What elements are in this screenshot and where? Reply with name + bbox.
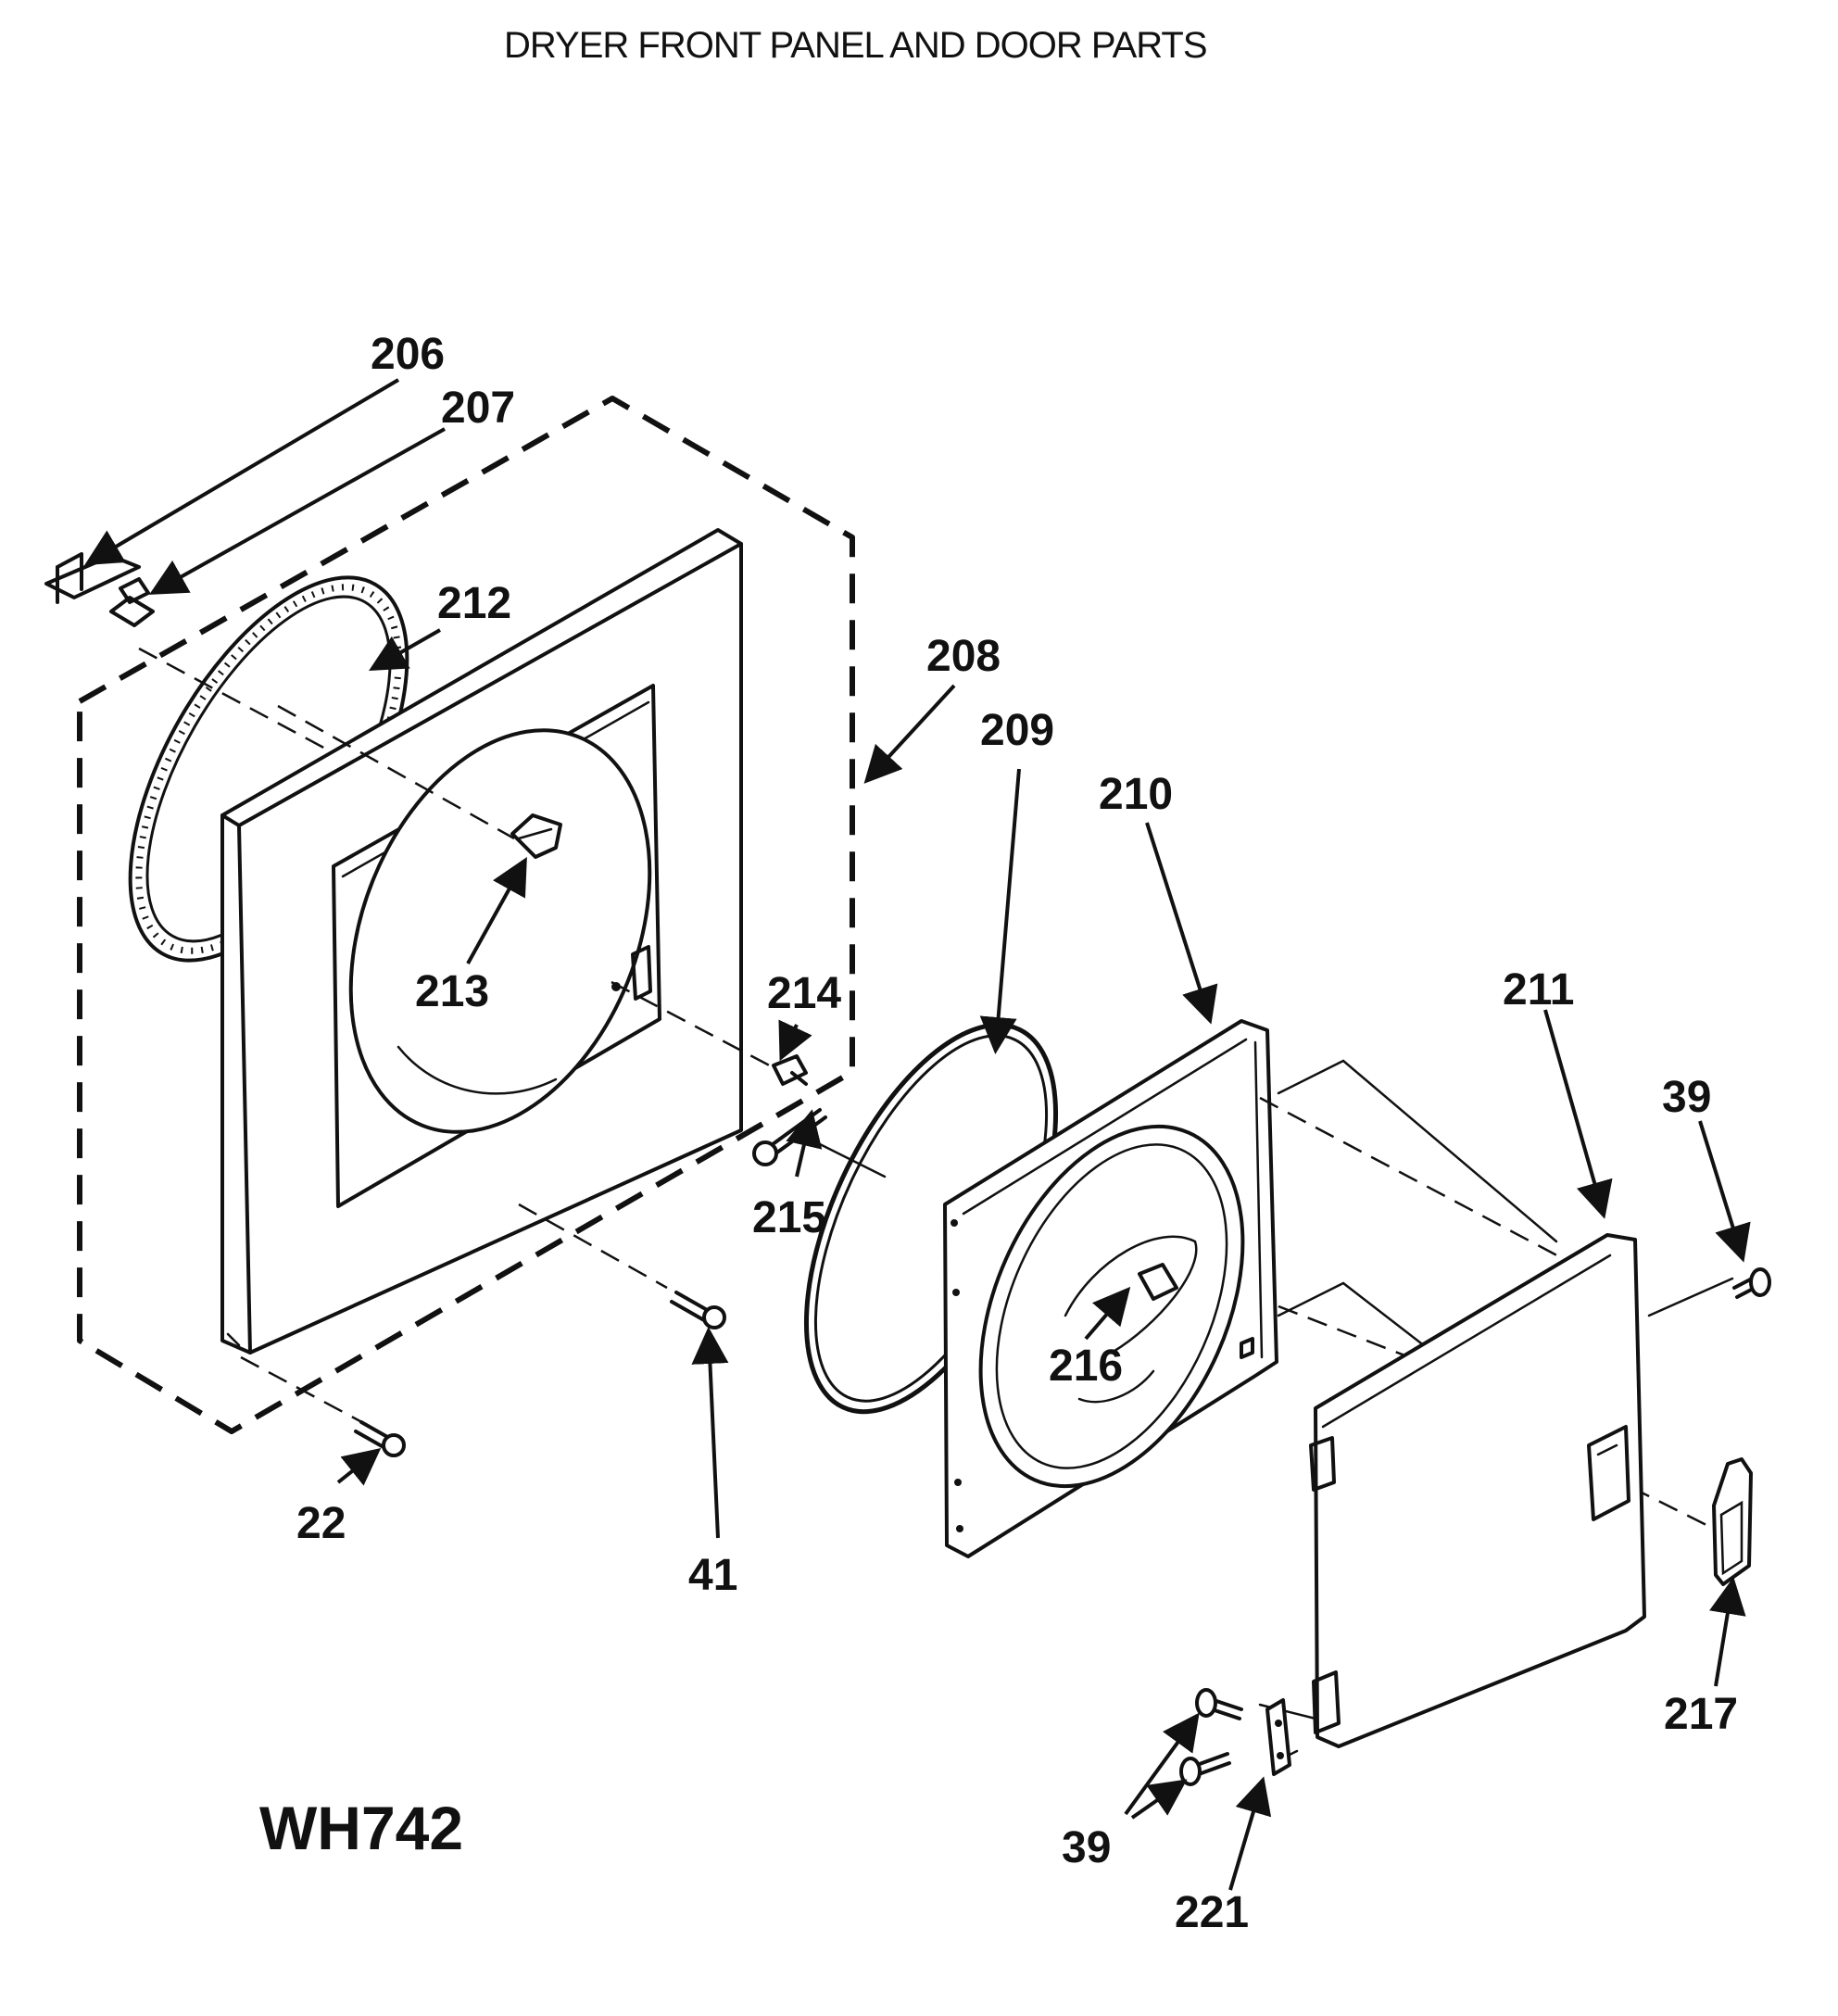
callout-216: 216 [1049, 1342, 1123, 1391]
leader-lines [84, 378, 1751, 1891]
callout-labels: 206 207 212 208 209 210 211 213 214 215 … [296, 330, 1738, 1937]
door-handle-217 [1712, 1457, 1753, 1586]
callout-209: 209 [980, 706, 1054, 755]
callout-22: 22 [296, 1499, 346, 1548]
callout-41: 41 [688, 1551, 737, 1600]
callout-207: 207 [441, 384, 515, 433]
inner-door-panel-210 [943, 1019, 1278, 1558]
callout-217: 217 [1664, 1690, 1738, 1739]
door-assembly-lines [1258, 1059, 1734, 1762]
screw-22 [354, 1420, 406, 1457]
screw-39-right [1732, 1267, 1771, 1299]
callout-206: 206 [371, 330, 445, 379]
hinge-221 [1265, 1698, 1291, 1776]
callout-211: 211 [1503, 965, 1574, 1014]
callout-212: 212 [437, 579, 511, 628]
model-number: WH742 [259, 1794, 463, 1862]
latch-clip-214 [772, 1054, 808, 1086]
hinge-parts-206-207 [44, 552, 330, 752]
callout-215: 215 [752, 1193, 826, 1242]
front-panel-assembly-outline [77, 396, 855, 1434]
screw-215 [752, 1108, 827, 1166]
callout-39-right: 39 [1662, 1073, 1711, 1122]
callout-214: 214 [767, 969, 841, 1018]
outer-door-211 [1309, 1233, 1646, 1748]
screw-41 [670, 1291, 726, 1329]
callout-39-bottom: 39 [1062, 1823, 1111, 1872]
diagram-title: DRYER FRONT PANEL AND DOOR PARTS [504, 25, 1207, 66]
screws-39-bottom [1179, 1688, 1243, 1786]
callout-208: 208 [926, 632, 1001, 681]
callout-221: 221 [1175, 1888, 1249, 1937]
callout-210: 210 [1099, 770, 1173, 819]
callout-213: 213 [415, 967, 489, 1016]
